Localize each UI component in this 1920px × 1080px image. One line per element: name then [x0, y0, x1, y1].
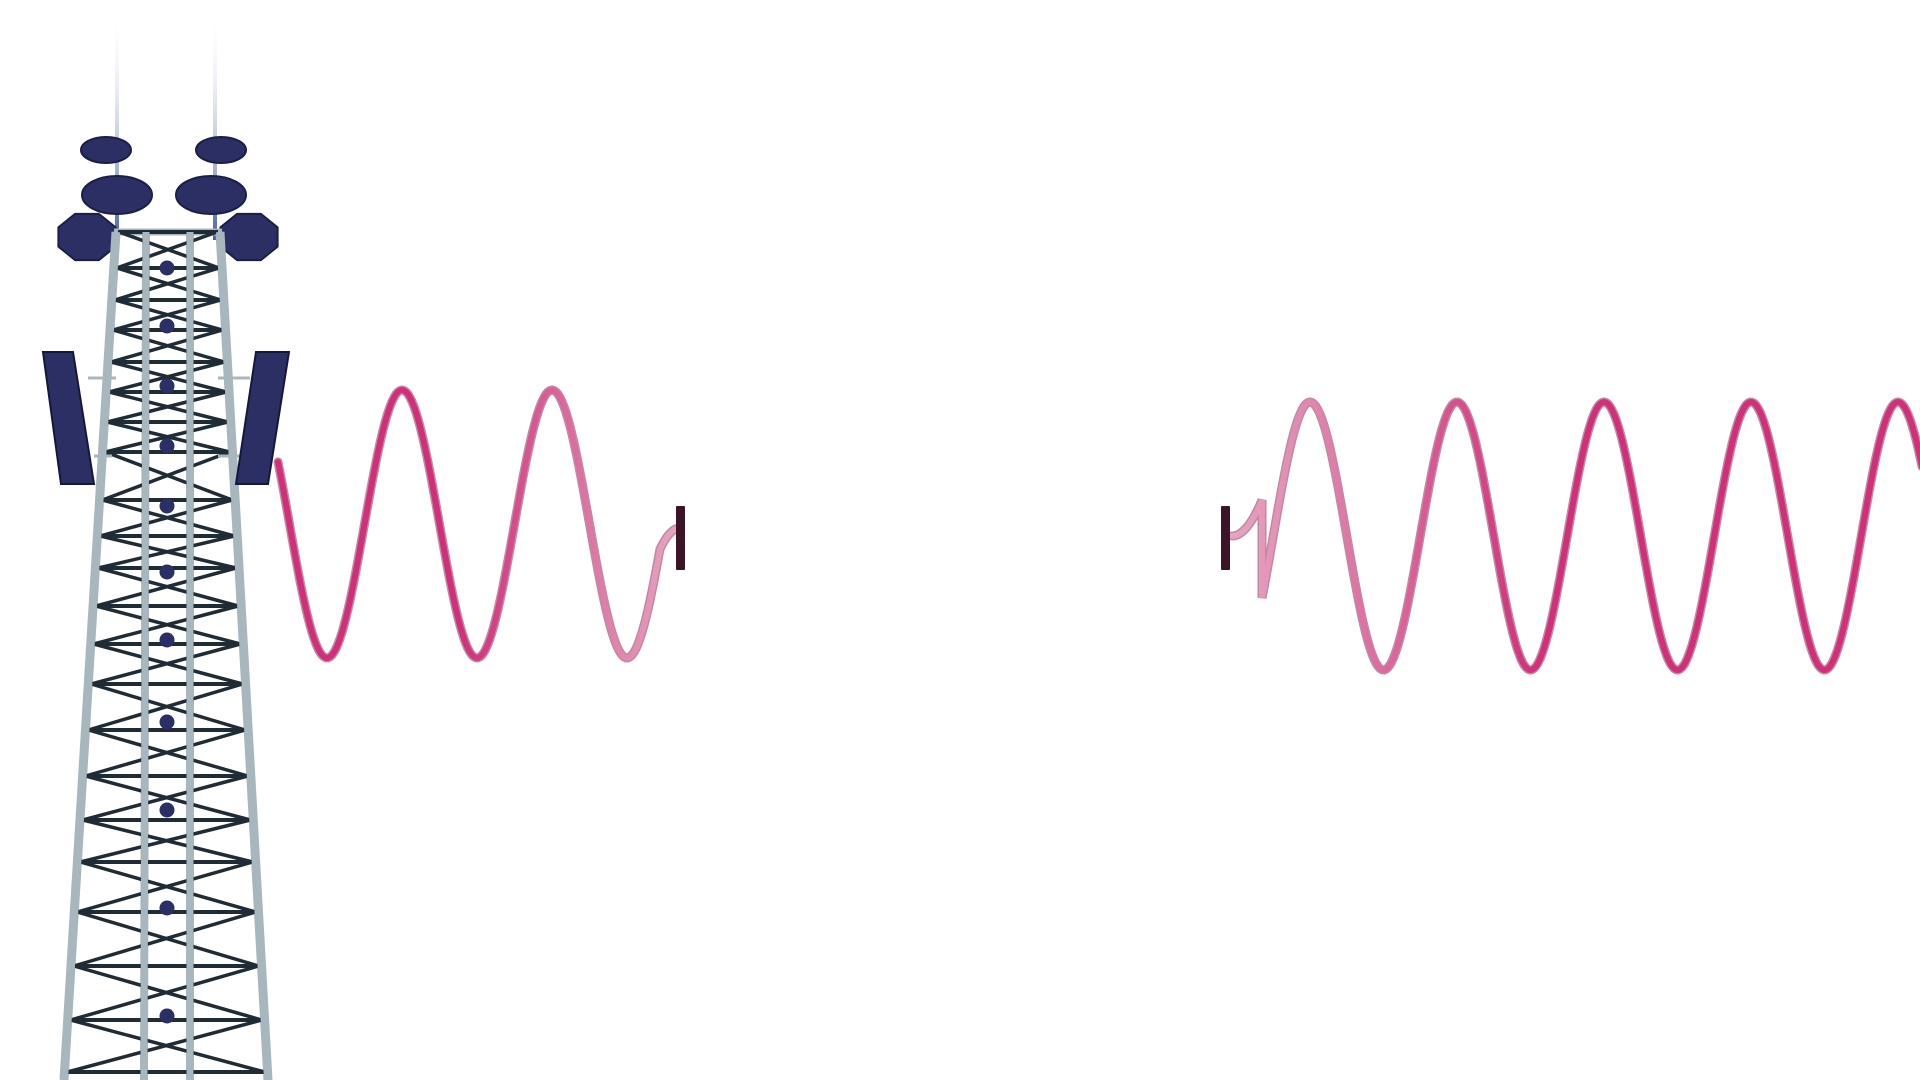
antenna-panels: [41, 351, 291, 485]
tower-diagonal-brace: [105, 420, 229, 454]
tower-diagonal-brace: [106, 390, 227, 424]
left-wave-outline: [273, 385, 685, 663]
whip-antennas: [115, 10, 217, 240]
tower-diagonal-brace: [90, 642, 241, 686]
right-wave-outline: [1227, 397, 1920, 675]
tower-joint: [159, 1008, 175, 1024]
tower-joint: [159, 802, 175, 818]
tower-joint: [159, 318, 175, 334]
tower-diagonal-brace: [82, 774, 249, 822]
tower-leg-inner-left-front: [140, 231, 150, 1080]
tower-joint: [159, 438, 175, 454]
tower-diagonal-brace: [87, 682, 244, 732]
tower-diagonal-brace: [67, 1018, 263, 1074]
tower-joint: [159, 260, 175, 276]
dish-antenna: [80, 136, 132, 164]
tower-legs: [59, 228, 273, 1080]
cell-tower-icon: [41, 10, 291, 1080]
tower-diagonal-brace: [110, 328, 224, 364]
tower-leg-right-front: [216, 231, 272, 1080]
tower-joint: [159, 564, 175, 580]
tower-diagonal-brace: [101, 450, 231, 502]
tower-joint: [159, 714, 175, 730]
tower-diagonal-brace: [108, 360, 225, 394]
tower-joint: [159, 498, 175, 514]
tower-diagonal-brace: [116, 230, 218, 270]
tower-diagonal-brace: [112, 298, 222, 332]
dish-antenna: [175, 175, 247, 215]
tower-leg-left-front: [60, 231, 120, 1080]
dish-antenna: [195, 136, 247, 164]
right-signal-wave: [1229, 398, 1920, 674]
tower-diagonal-brace: [76, 860, 254, 914]
tower-diagonal-brace: [79, 818, 251, 864]
whip-antenna: [213, 10, 217, 240]
dish-antenna-large: [219, 212, 279, 262]
tower-diagonal-brace: [85, 728, 246, 778]
gap-marker-left: [676, 506, 685, 570]
whip-antenna: [115, 10, 119, 240]
gap-marker-right: [1221, 506, 1230, 570]
tower-diagonal-brace: [114, 266, 220, 302]
antenna-panel-left: [41, 351, 96, 485]
dish-antennas: [57, 136, 279, 262]
left-signal-wave: [275, 386, 683, 661]
dish-antenna-large: [57, 212, 117, 262]
tower-diagonal-brace: [70, 964, 260, 1022]
tower-joint: [159, 900, 175, 916]
tower-diagonal-brace: [95, 566, 237, 608]
tower-diagonal-brace: [99, 498, 233, 538]
tower-joint: [159, 378, 175, 394]
tower-braces: [60, 230, 272, 1080]
tower-joint: [159, 632, 175, 648]
tower-diagonal-brace: [97, 534, 235, 570]
tower-diagonal-brace: [93, 604, 239, 646]
dish-antenna: [81, 175, 153, 215]
tower-diagonal-brace: [73, 910, 256, 968]
tower-joints: [159, 260, 175, 1024]
antenna-panel-right: [234, 351, 291, 485]
signal-waves: [273, 385, 1920, 675]
